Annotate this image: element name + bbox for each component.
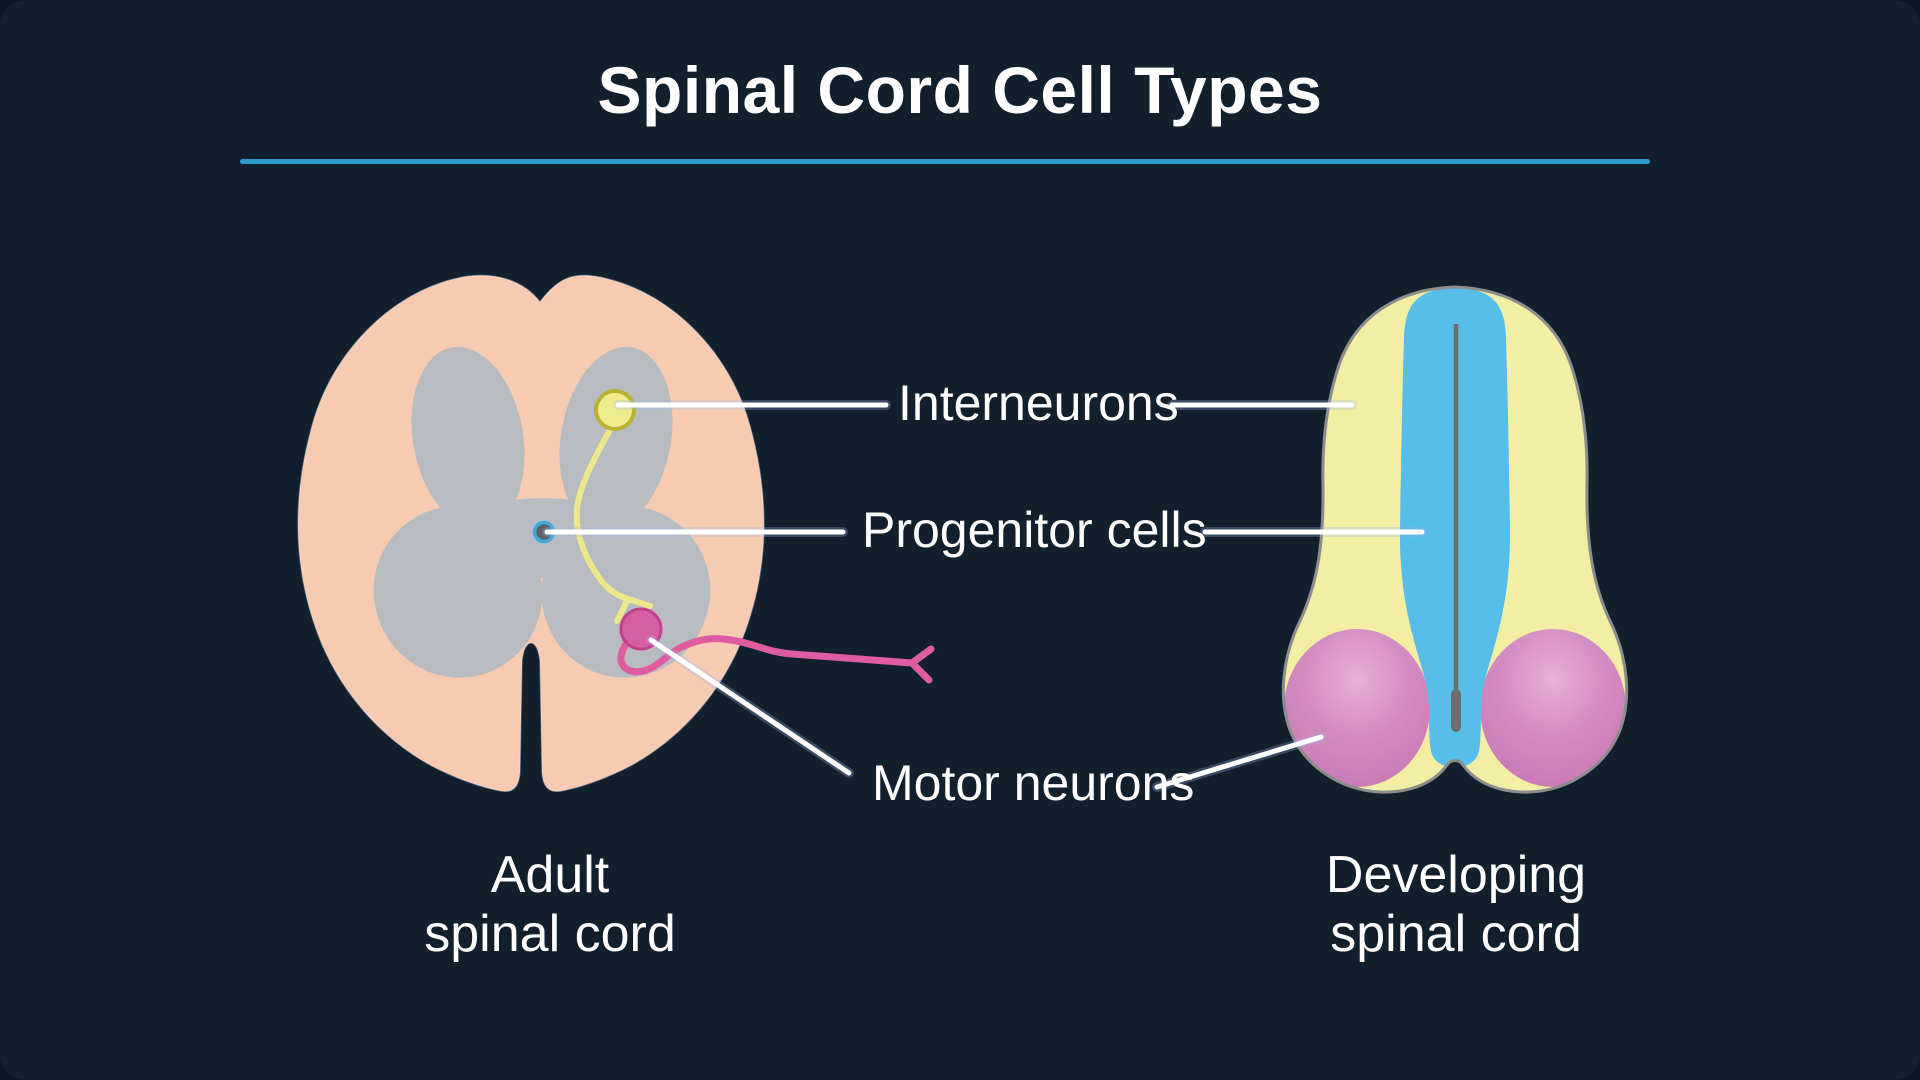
adult-caption-line2: spinal cord [424, 905, 676, 963]
developing-motor-domain-right [1480, 629, 1626, 787]
title-underline [240, 159, 1650, 164]
developing-outline [1281, 285, 1629, 794]
developing-spinal-cord-caption: Developing spinal cord [1296, 846, 1616, 964]
page-title: Spinal Cord Cell Types [597, 53, 1323, 127]
adult-spinal-cord-caption: Adult spinal cord [390, 846, 710, 964]
motor-line-left [648, 637, 852, 776]
interneuron-cell [594, 389, 636, 431]
motor-neuron-axon [617, 635, 935, 684]
callout-lines [542, 400, 1427, 792]
adult-caption-line1: Adult [490, 846, 610, 904]
developing-caption-line2: spinal cord [1330, 905, 1582, 963]
interneurons-label: Interneurons [898, 375, 1179, 431]
motor-neurons-label: Motor neurons [872, 755, 1195, 811]
interneuron-axon [573, 425, 653, 624]
developing-motor-domain-left [1284, 629, 1430, 787]
developing-caption-line1: Developing [1325, 846, 1587, 904]
motor-line-right [1154, 734, 1324, 790]
progenitor-cells-label: Progenitor cells [862, 502, 1207, 558]
developing-spinal-cord-figure [1281, 285, 1629, 794]
